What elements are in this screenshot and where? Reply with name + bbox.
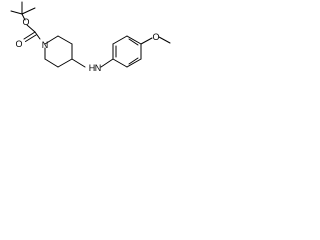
bond-benzene-inner-3	[128, 57, 139, 65]
bond-tbu-me1	[10, 10, 23, 15]
bond-benzene-2	[112, 35, 128, 45]
bond-ring-c4-c5	[57, 58, 73, 68]
bond-benzene-6	[112, 58, 128, 68]
methoxy-oxygen-label: O	[152, 32, 159, 42]
structure-canvas: O O N N H O	[10, 1, 171, 73]
bond-carbonyl-double-1	[23, 31, 36, 40]
ester-oxygen-label: O	[22, 17, 29, 27]
piperidine-ring	[44, 35, 86, 68]
bond-benzene-3	[126, 35, 142, 45]
bond-o-carbonyl-carbon	[26, 24, 36, 33]
bond-ring-c5-c6	[44, 58, 59, 68]
amine-nitrogen-label: N	[95, 63, 102, 73]
bond-tbu-me3	[21, 7, 36, 15]
bond-nh-aryl	[100, 58, 114, 68]
bond-tbu-o	[21, 13, 26, 21]
tert-butyl-group	[10, 1, 36, 21]
bond-benzene-5	[126, 58, 142, 68]
bond-o-methyl	[158, 36, 171, 44]
methoxy-group	[140, 36, 171, 45]
bond-ring-c4-nh	[71, 58, 86, 68]
bond-ring-c2-c3	[57, 35, 73, 45]
piperidine-nitrogen-label: N	[42, 40, 49, 50]
bond-carbonyl-double-2	[25, 34, 37, 42]
amine-hydrogen-label: H	[89, 63, 96, 73]
carbonyl-oxygen-label: O	[15, 39, 22, 49]
bond-benzene-inner-2	[128, 38, 139, 46]
bond-carbonyl-carbon-n	[34, 31, 41, 40]
boc-carbamate-group	[23, 24, 41, 42]
benzene-ring	[112, 35, 142, 68]
bond-aryl-o	[140, 37, 153, 45]
bond-ring-n-c2	[44, 35, 59, 45]
